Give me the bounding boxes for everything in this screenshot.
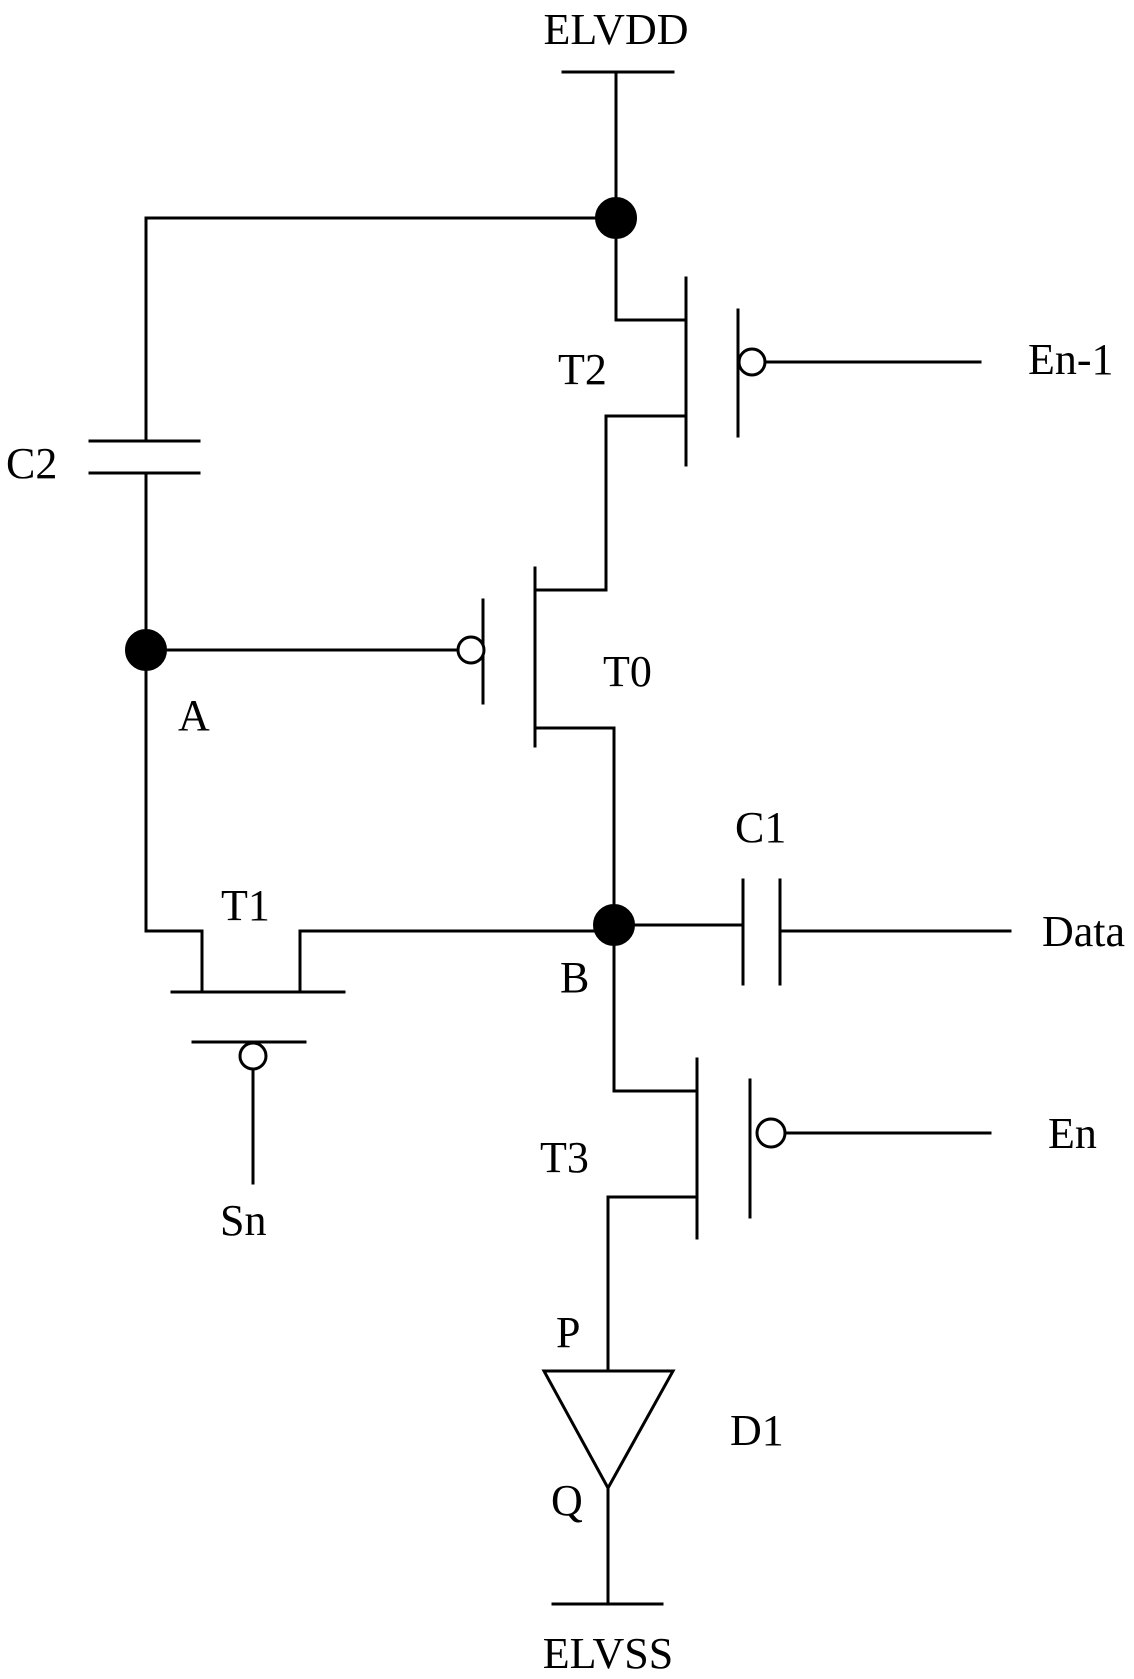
label-en: En (1048, 1109, 1097, 1158)
capacitor-c1 (614, 880, 1010, 984)
elvdd-rail (563, 72, 673, 218)
label-node-p: P (556, 1308, 580, 1357)
transistor-t2 (606, 218, 980, 590)
t2-gate-bubble (739, 349, 765, 375)
label-t1: T1 (221, 881, 270, 930)
top-node-wire (146, 218, 616, 441)
label-c1: C1 (735, 803, 786, 852)
transistor-t3 (608, 925, 990, 1371)
capacitor-c2 (90, 441, 199, 650)
label-t2: T2 (558, 345, 607, 394)
label-node-q: Q (551, 1476, 583, 1525)
label-data: Data (1042, 907, 1125, 956)
transistor-t1 (146, 650, 614, 1183)
label-node-b: B (560, 953, 589, 1002)
label-d1: D1 (730, 1406, 784, 1455)
label-elvdd: ELVDD (543, 5, 688, 54)
label-en-minus-1: En-1 (1028, 335, 1114, 384)
label-c2: C2 (6, 439, 57, 488)
label-t0: T0 (603, 647, 652, 696)
transistor-t0 (146, 568, 614, 922)
label-node-a: A (178, 691, 210, 740)
t3-gate-bubble (757, 1119, 785, 1147)
t0-gate-bubble (458, 637, 484, 663)
label-elvss: ELVSS (543, 1629, 673, 1678)
t1-gate-bubble (240, 1043, 266, 1069)
label-t3: T3 (540, 1133, 589, 1182)
label-sn: Sn (220, 1196, 266, 1245)
